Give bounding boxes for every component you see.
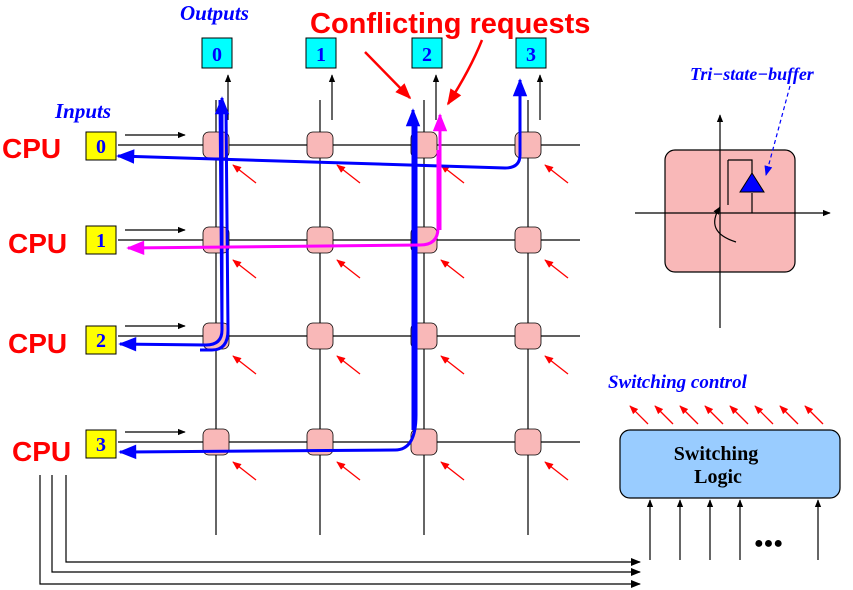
switch-control-arrow-7 — [804, 405, 824, 425]
input-label-2: 2 — [96, 330, 106, 352]
output-label-1: 1 — [316, 44, 326, 66]
control-arrow-0-3 — [544, 164, 569, 184]
tristate-pointer — [764, 85, 791, 176]
control-arrow-2-0 — [232, 355, 257, 375]
control-arrow-1-2 — [440, 259, 465, 279]
control-arrow-2-1 — [336, 355, 361, 375]
cpu-label-2: CPU — [8, 328, 67, 359]
switching-logic-box — [619, 429, 841, 499]
output-box-0 — [201, 37, 233, 69]
path-cpu0-to-out3 — [116, 130, 522, 170]
output-label-2: 2 — [422, 44, 432, 66]
routing-paths — [116, 78, 528, 460]
control-arrow-3-1 — [336, 461, 361, 481]
outputs-label: Outputs — [180, 1, 249, 25]
switch-control-arrow-5 — [754, 405, 774, 425]
conflict-arrow-right — [446, 39, 484, 106]
control-arrow-3-0 — [232, 461, 257, 481]
output-arrows — [224, 74, 544, 120]
switch-control-arrow-4 — [729, 405, 749, 425]
logic-input-arrows — [646, 499, 822, 560]
control-arrow-3-2 — [440, 461, 465, 481]
input-label-1: 1 — [96, 230, 106, 252]
crosspoint-3-3 — [514, 428, 542, 456]
cpu-to-logic-lines — [39, 475, 641, 588]
more-inputs-dots: ●●● — [754, 535, 783, 552]
tristate-detail: Tri−state−buffer — [635, 64, 831, 328]
crosspoint-2-3 — [514, 322, 542, 350]
input-arrows — [125, 131, 186, 436]
output-label-3: 3 — [526, 44, 536, 66]
crosspoint-0-1 — [306, 131, 334, 159]
input-box-2 — [85, 325, 117, 355]
input-label-3: 3 — [96, 434, 106, 456]
switch-control-arrow-2 — [679, 405, 699, 425]
cpu-label-0: CPU — [2, 133, 61, 164]
input-box-0 — [85, 131, 117, 161]
switching-logic-line2: Logic — [694, 466, 742, 488]
path-cpu3-to-out2 — [118, 120, 418, 460]
crosspoint-2-1 — [306, 322, 334, 350]
switching-control-arrows — [629, 405, 824, 425]
tristate-crosspoint-box — [664, 149, 796, 273]
crosspoint-1-3 — [514, 226, 542, 254]
control-arrow-2-2 — [440, 355, 465, 375]
control-arrow-1-3 — [544, 259, 569, 279]
crosspoint-1-0 — [202, 226, 230, 254]
cpu-label-3: CPU — [12, 436, 71, 467]
path-cpu1-to-out2 — [126, 150, 440, 256]
conflict-arrow-left — [364, 51, 412, 100]
crossbar-grid — [118, 100, 580, 535]
crosspoint-3-0 — [202, 428, 230, 456]
tristate-label: Tri−state−buffer — [690, 64, 815, 84]
inputs-label: Inputs — [54, 99, 111, 123]
output-label-0: 0 — [212, 44, 222, 66]
switching-logic-line1: Switching — [674, 443, 758, 465]
control-arrow-0-1 — [336, 164, 361, 184]
control-arrow-2-3 — [544, 355, 569, 375]
input-box-3 — [85, 429, 117, 459]
input-label-0: 0 — [96, 136, 106, 158]
switch-control-arrow-6 — [779, 405, 799, 425]
switch-control-arrow-3 — [704, 405, 724, 425]
path-out0-down — [200, 109, 230, 352]
control-arrow-3-3 — [544, 461, 569, 481]
switch-control-arrow-1 — [654, 405, 674, 425]
control-arrow-1-0 — [232, 259, 257, 279]
output-boxes: 0 1 2 3 — [201, 37, 547, 69]
output-box-3 — [515, 37, 547, 69]
output-box-2 — [411, 37, 443, 69]
control-arrow-0-2 — [440, 164, 465, 184]
switching-control-label: Switching control — [608, 372, 748, 393]
input-box-1 — [85, 225, 117, 255]
control-arrow-0-0 — [232, 164, 257, 184]
tristate-buffer-icon — [739, 172, 765, 193]
crosspoint-1-1 — [306, 226, 334, 254]
path-out0-to-cpu2 — [118, 99, 224, 352]
control-arrow-1-1 — [336, 259, 361, 279]
crosspoint-3-1 — [306, 428, 334, 456]
conflicting-requests-label: Conflicting requests — [310, 8, 590, 40]
output-box-1 — [305, 37, 337, 69]
crosspoint-control-arrows — [232, 164, 569, 481]
switch-control-arrow-0 — [629, 405, 649, 425]
cpu-label-1: CPU — [8, 228, 67, 259]
